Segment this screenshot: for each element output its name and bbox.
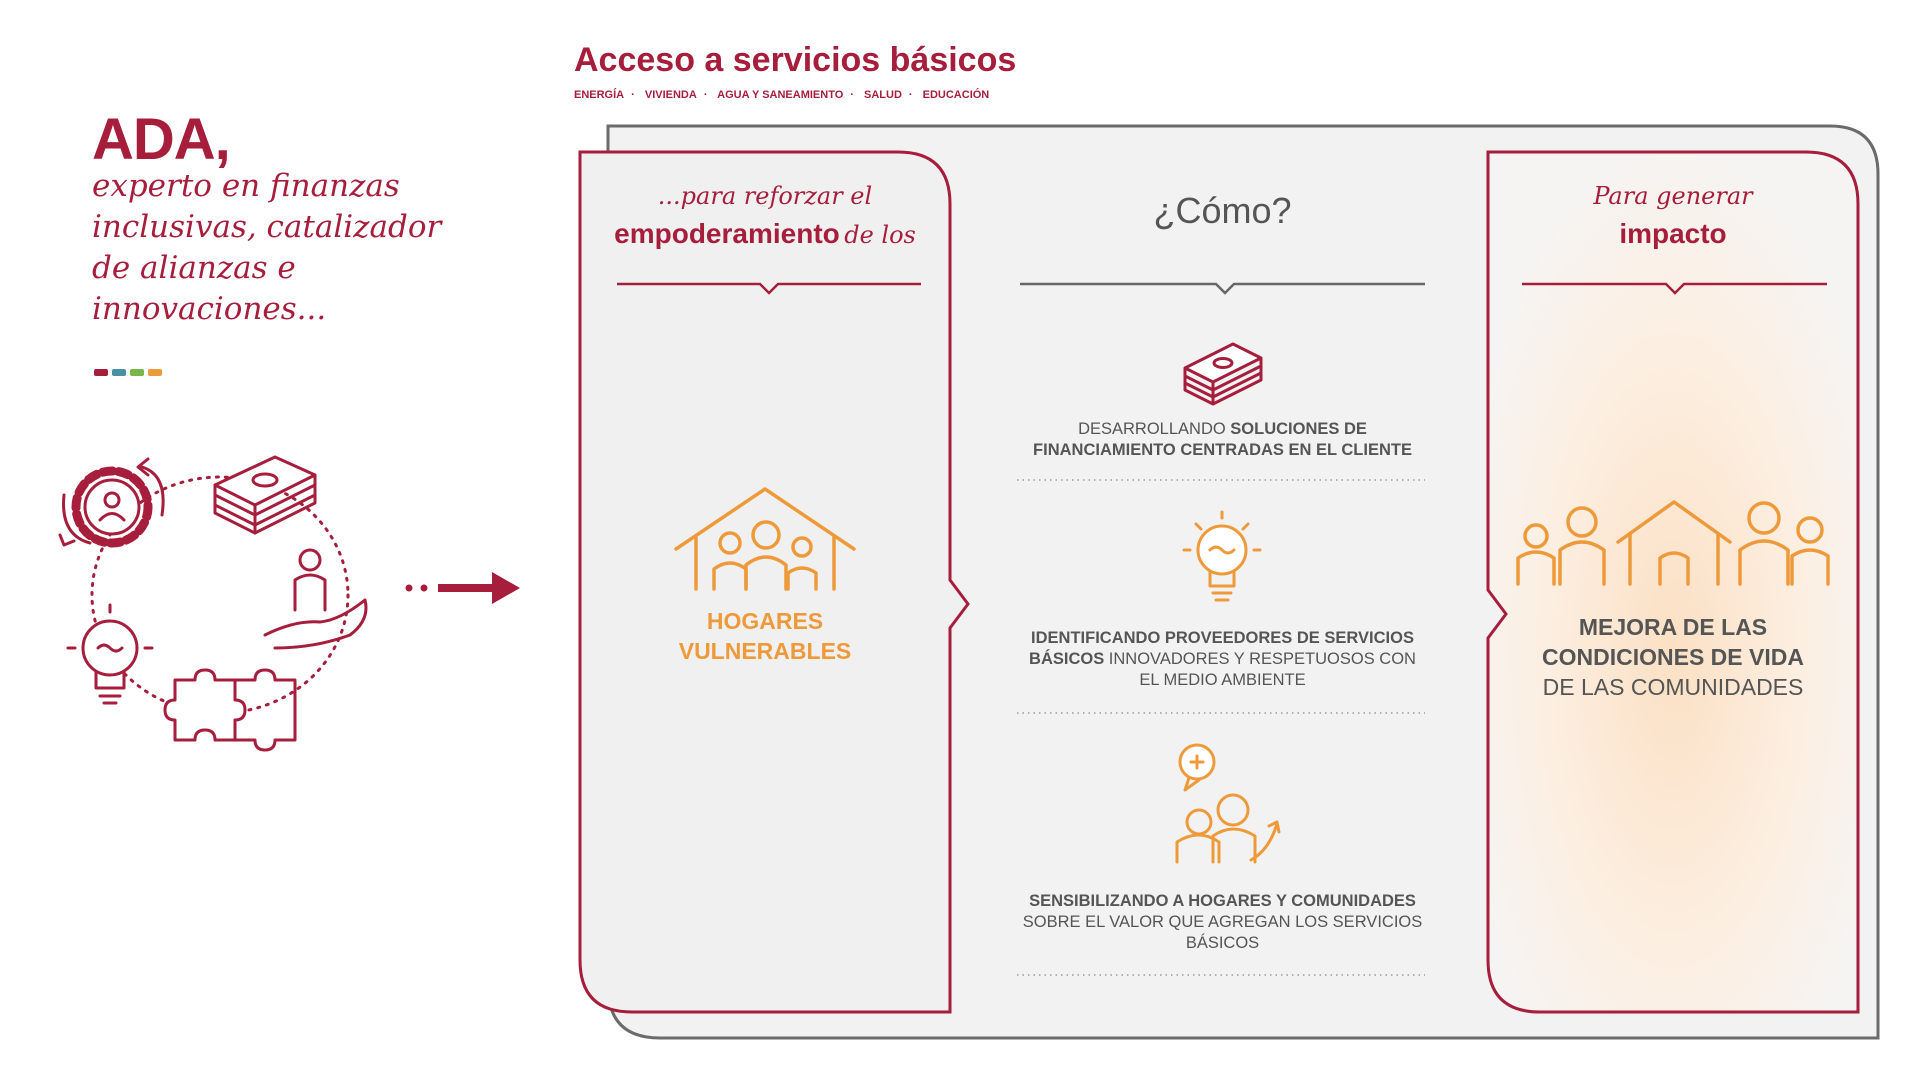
how-heading: ¿Cómo? (1153, 190, 1292, 231)
left-column-heading: ...para reforzar el empoderamiento de lo… (614, 182, 916, 249)
color-dot (112, 369, 126, 376)
category-list: ENERGÍA· VIVIENDA· AGUA Y SANEAMIENTO· S… (574, 89, 990, 101)
ada-subtitle: experto en finanzas inclusivas, cataliza… (92, 168, 442, 327)
step-providers: IDENTIFICANDO PROVEEDORES DE SERVICIOS B… (1029, 629, 1416, 689)
vulnerable-households-label: HOGARES VULNERABLES (678, 608, 852, 664)
ada-title: ADA, (92, 107, 231, 172)
impact-label: MEJORA DE LAS CONDICIONES DE VIDA DE LAS… (1542, 614, 1804, 700)
money-stack-icon (213, 455, 317, 535)
house-family-icon (674, 487, 856, 591)
step-awareness: SENSIBILIZANDO A HOGARES Y COMUNIDADES S… (1022, 892, 1423, 952)
lightbulb-icon (66, 603, 154, 705)
right-column-heading: Para generar impacto (1593, 182, 1753, 249)
hand-person-icon (263, 548, 368, 650)
ada-cycle (58, 455, 368, 752)
flow-arrow (405, 572, 520, 604)
money-stack-icon (1183, 342, 1263, 406)
people-growth-icon (1175, 743, 1281, 864)
lightbulb-icon (1182, 510, 1262, 602)
step-financing: DESARROLLANDO SOLUCIONES DE FINANCIAMIEN… (1033, 420, 1412, 459)
color-dot (94, 369, 108, 376)
color-dot (148, 369, 162, 376)
gear-person-icon (58, 457, 165, 548)
community-icon (1516, 500, 1830, 586)
color-dots (94, 369, 162, 376)
main-title: Acceso a servicios básicos (574, 41, 1017, 79)
color-dot (130, 369, 144, 376)
puzzle-icon (163, 668, 297, 752)
